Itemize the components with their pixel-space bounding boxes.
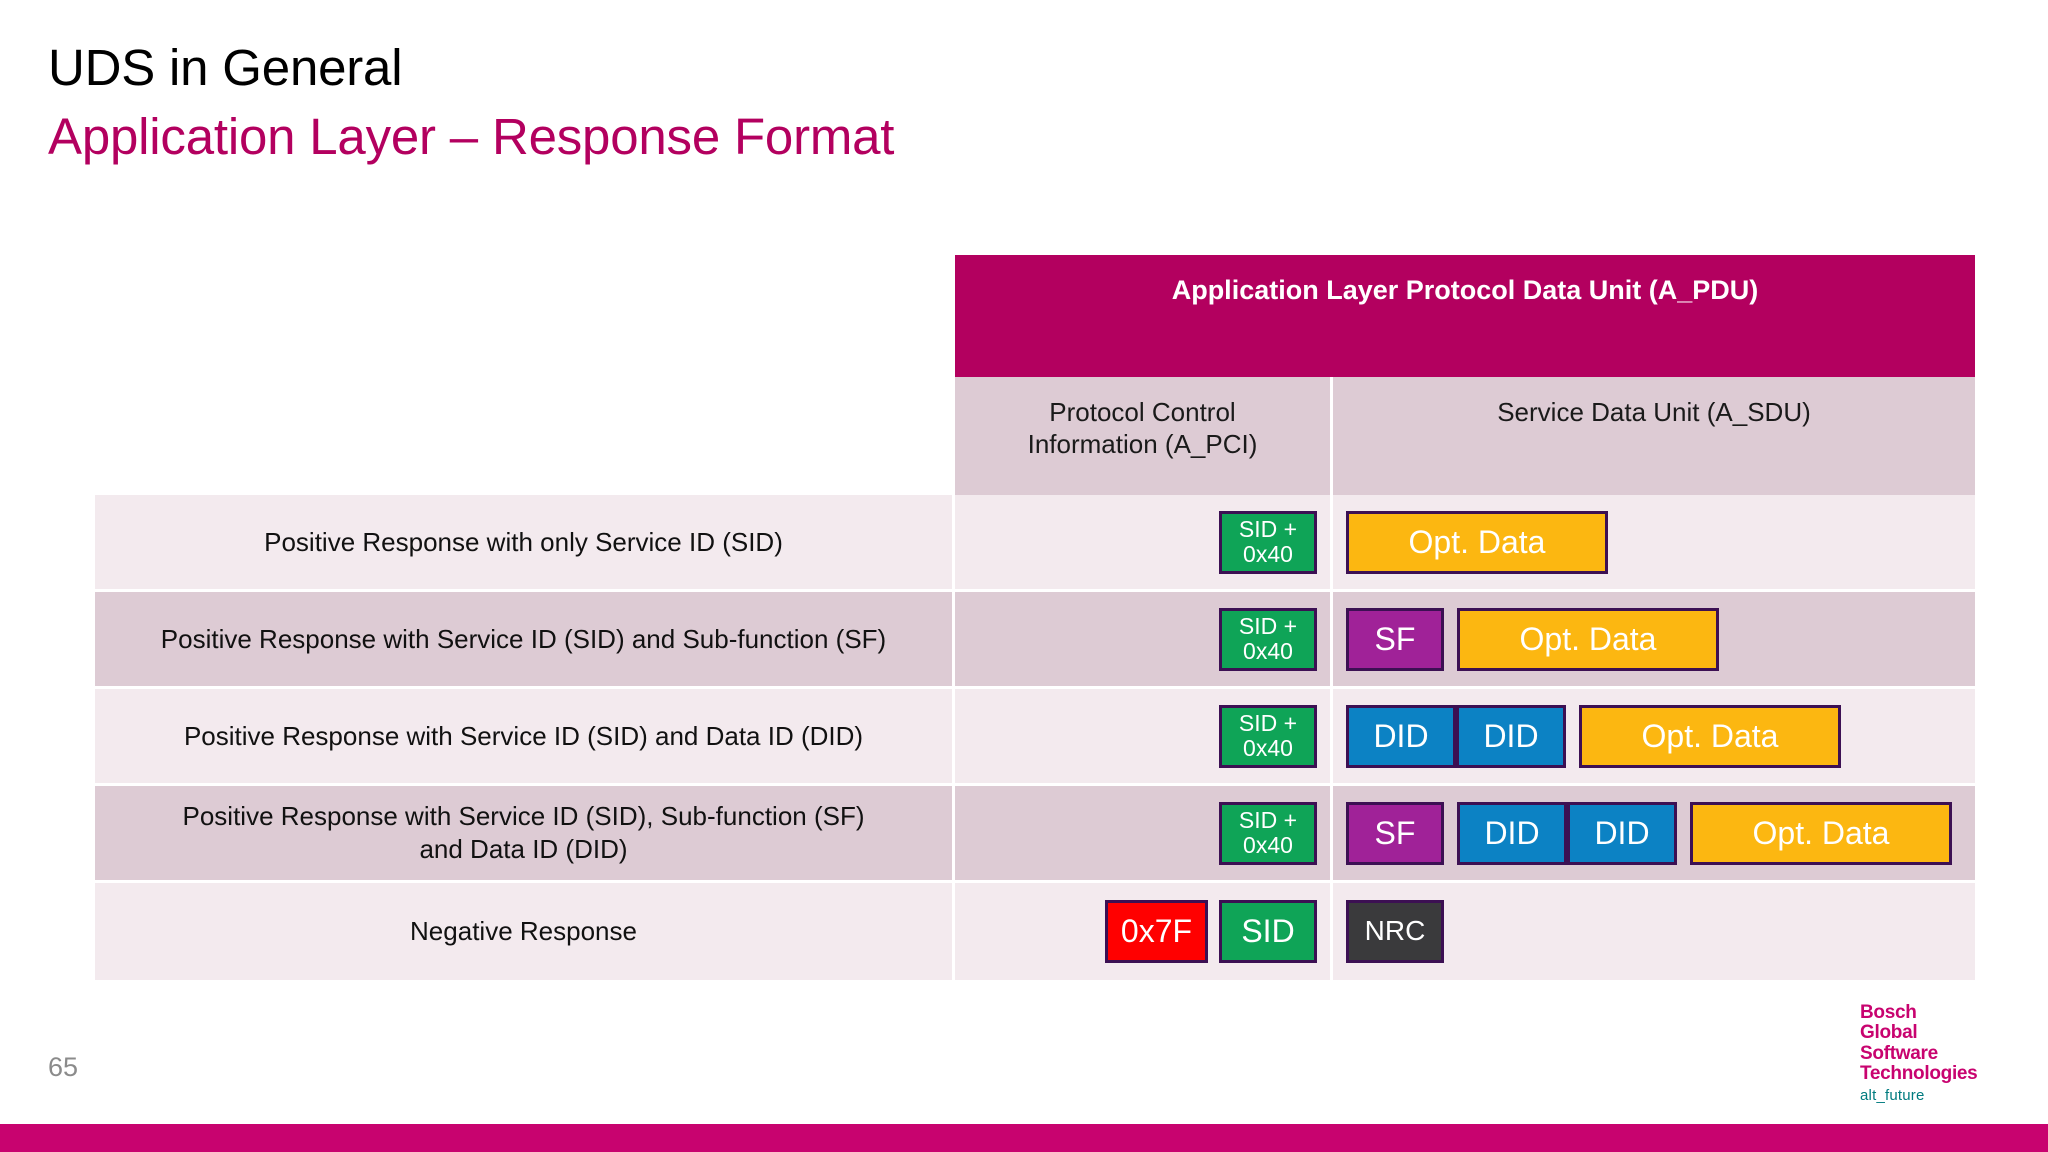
block-sid40-line2: 0x40 [1243,832,1293,858]
block-sid-plus-0x40: SID + 0x40 [1219,704,1317,768]
logo-line-bosch: Bosch [1860,1002,1917,1023]
row-label: Positive Response with only Service ID (… [95,495,955,589]
row-label: Negative Response [95,883,955,980]
block-sid40-line1: SID + [1238,807,1298,834]
row-sdu-cell: SF DID DID Opt. Data [1333,786,1975,880]
row-sdu-cell: NRC [1333,883,1975,980]
block-did: DID [1456,704,1566,768]
row-label: Positive Response with Service ID (SID),… [95,786,955,880]
logo-line-global: Global [1860,1022,1918,1044]
block-sf: SF [1346,801,1444,865]
block-did: DID [1457,801,1567,865]
block-sid40-line1: SID + [1238,516,1298,543]
block-sid40-line2: 0x40 [1243,638,1293,664]
block-sid40-line2: 0x40 [1243,541,1293,567]
block-sid-plus-0x40: SID + 0x40 [1219,510,1317,574]
row-pci-cell: SID + 0x40 [955,689,1333,783]
page-number: 65 [48,1052,79,1082]
block-did: DID [1567,801,1677,865]
column-header-row: Protocol Control Information (A_PCI) Ser… [95,377,1975,495]
table-row: Negative Response 0x7F SID NRC [95,883,1975,980]
block-sid40-line1: SID + [1238,613,1298,640]
row-pci-cell: SID + 0x40 [955,495,1333,589]
block-did: DID [1346,704,1456,768]
row-pci-cell: SID + 0x40 [955,786,1333,880]
table-row: Positive Response with only Service ID (… [95,495,1975,592]
apdu-banner: Application Layer Protocol Data Unit (A_… [955,255,1975,377]
column-header-pci: Protocol Control Information (A_PCI) [955,377,1333,495]
block-sid-plus-0x40: SID + 0x40 [1219,801,1317,865]
logo-wordmark: Bosch Global Software Technologies [1860,1002,2000,1084]
column-header-pci-line2: Information (A_PCI) [1027,428,1258,459]
column-header-pci-line1: Protocol Control [1049,397,1236,427]
block-0x7f: 0x7F [1105,900,1208,963]
logo-line-software: Software [1860,1042,1938,1064]
block-opt-data: Opt. Data [1579,704,1841,768]
block-sid40-line2: 0x40 [1243,735,1293,761]
block-sid40-line1: SID + [1238,710,1298,737]
block-sid-plus-0x40: SID + 0x40 [1219,607,1317,671]
block-opt-data: Opt. Data [1690,801,1952,865]
bottom-accent-bar [0,1124,2048,1152]
table-row: Positive Response with Service ID (SID),… [95,786,1975,883]
block-nrc: NRC [1346,900,1444,963]
row-sdu-cell: DID DID Opt. Data [1333,689,1975,783]
row-sdu-cell: SF Opt. Data [1333,592,1975,686]
apdu-diagram: Application Layer Protocol Data Unit (A_… [95,255,1975,980]
row-label: Positive Response with Service ID (SID) … [95,592,955,686]
table-row: Positive Response with Service ID (SID) … [95,689,1975,786]
row-pci-cell: SID + 0x40 [955,592,1333,686]
title-block: UDS in General Application Layer – Respo… [48,38,894,168]
column-header-spacer [95,377,955,495]
row-label: Positive Response with Service ID (SID) … [95,689,955,783]
block-opt-data: Opt. Data [1346,510,1608,574]
page-title: UDS in General [48,39,403,96]
logo-tagline: alt_future [1860,1087,1925,1105]
row-sdu-cell: Opt. Data [1333,495,1975,589]
row-label-line2: and Data ID (DID) [419,834,628,864]
table-row: Positive Response with Service ID (SID) … [95,592,1975,689]
block-sid: SID [1219,900,1317,963]
page-subtitle: Application Layer – Response Format [48,108,895,166]
block-sf: SF [1346,607,1444,671]
block-opt-data: Opt. Data [1457,607,1719,671]
column-header-sdu: Service Data Unit (A_SDU) [1333,377,1975,495]
banner-spacer [95,255,955,377]
bosch-logo: Bosch Global Software Technologies alt_f… [1860,1002,2000,1105]
row-pci-cell: 0x7F SID [955,883,1333,980]
logo-line-technologies: Technologies [1860,1062,1978,1084]
pdu-banner-row: Application Layer Protocol Data Unit (A_… [95,255,1975,377]
row-label-line1: Positive Response with Service ID (SID),… [182,801,865,832]
